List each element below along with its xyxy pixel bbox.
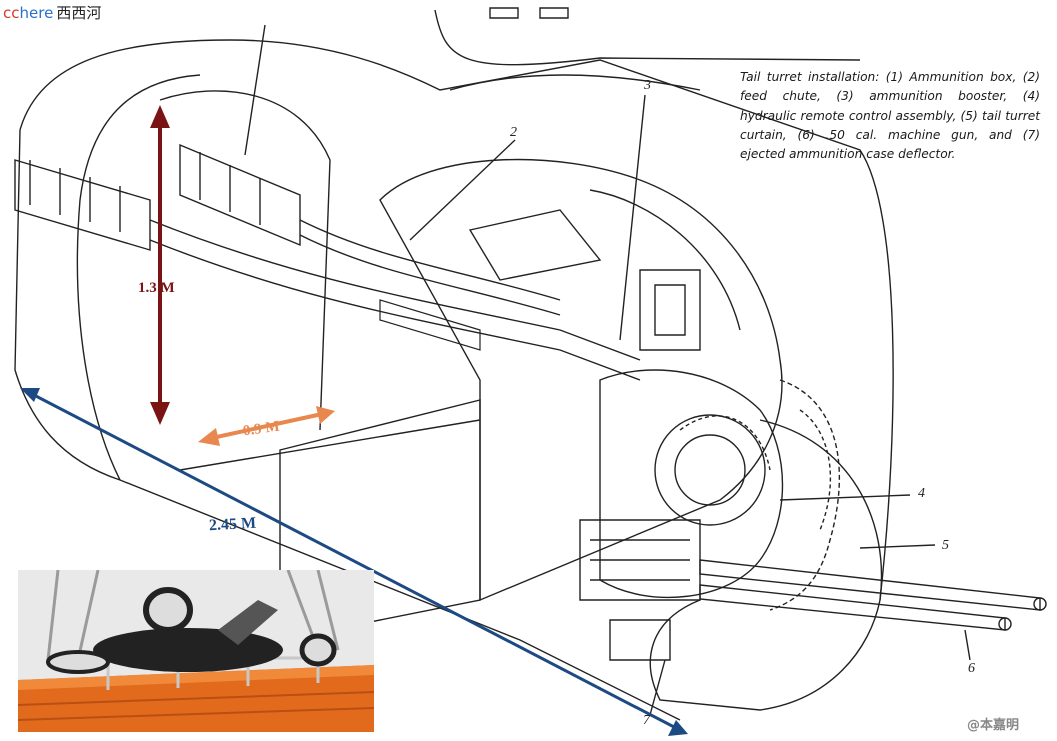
callout-3: 3 bbox=[644, 78, 651, 93]
width-dimension-arrow bbox=[198, 406, 335, 446]
ammo-booster bbox=[639, 269, 701, 351]
height-dimension-label: 1.3 M bbox=[138, 280, 175, 296]
author-credit: @本嘉明 bbox=[967, 718, 1020, 733]
callout-6: 6 bbox=[968, 661, 975, 676]
callout-7: 7 bbox=[643, 713, 650, 728]
length-dimension-label: 2.45 M bbox=[208, 514, 257, 535]
turret-housing bbox=[379, 158, 783, 602]
length-dimension-arrow bbox=[20, 388, 688, 736]
gunner-figure-inset bbox=[18, 570, 374, 732]
turret-curtain bbox=[649, 419, 883, 711]
ammo-box-right bbox=[179, 143, 301, 247]
fuselage-outline bbox=[19, 39, 894, 601]
callout-5: 5 bbox=[942, 538, 949, 553]
height-dimension-arrow bbox=[150, 105, 170, 425]
watermark-here: here bbox=[19, 4, 54, 22]
ammo-box-left bbox=[14, 159, 151, 251]
watermark-cc: cc bbox=[3, 4, 20, 22]
figure-caption: Tail turret installation: (1) Ammunition… bbox=[740, 70, 1040, 162]
feed-chute bbox=[149, 219, 641, 361]
callout-2: 2 bbox=[510, 125, 517, 140]
watermark-site: 西西河 bbox=[56, 4, 102, 22]
callout-4: 4 bbox=[918, 486, 925, 501]
machine-gun-barrel-upper bbox=[699, 559, 1041, 611]
machine-gun-barrel-lower bbox=[699, 584, 1006, 631]
